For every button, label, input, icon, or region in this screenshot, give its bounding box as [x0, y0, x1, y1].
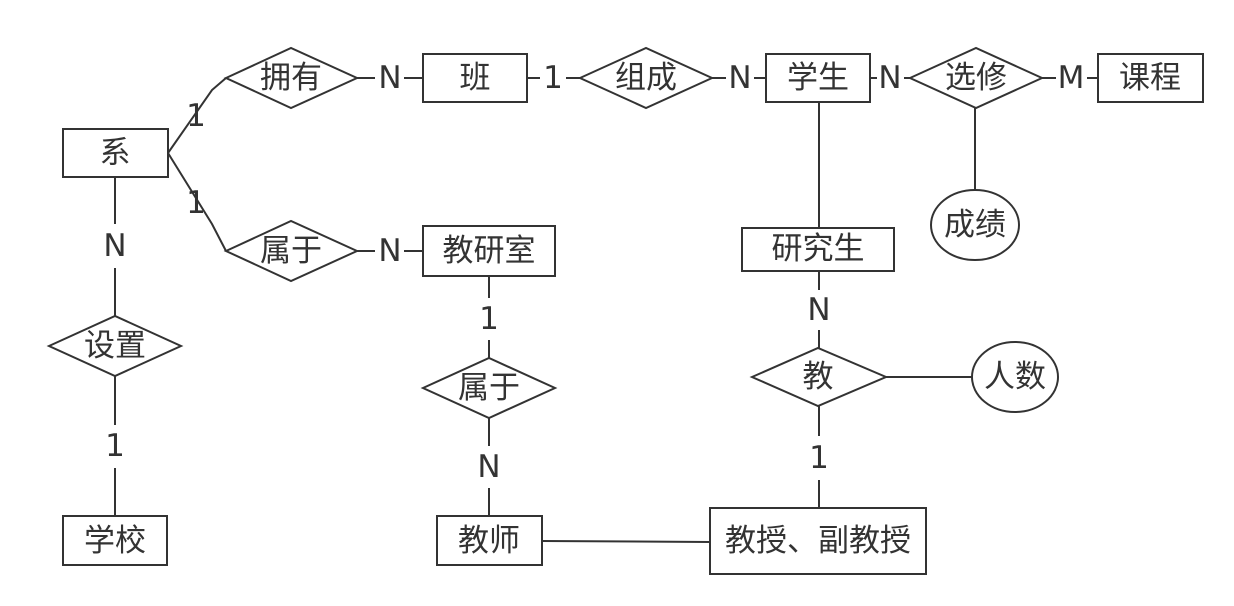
- attribute-renshu[interactable]: 人数: [971, 341, 1059, 413]
- cardinality-yongyou-ban: N: [378, 60, 401, 96]
- relationship-shuyu-2-label: 属于: [458, 370, 520, 406]
- relationship-zucheng-diamond: [577, 46, 715, 110]
- line-xi-shuyu: [167, 152, 227, 252]
- cardinality-labels: 1 N 1 N N M 1 N N 1 1 N N 1: [103, 60, 1084, 485]
- entity-ban-label: 班: [460, 60, 491, 96]
- relationship-shuyu-2[interactable]: 属于: [420, 356, 558, 420]
- entity-yanjiusheng-label: 研究生: [772, 231, 865, 267]
- entity-xuesheng-box: [765, 53, 871, 103]
- relationship-shezhi[interactable]: 设置: [46, 314, 184, 378]
- entity-ban-box: [422, 53, 528, 103]
- entity-xuexiao-label: 学校: [84, 523, 146, 559]
- cardinality-jiaoyanshi-shuyu: 1: [479, 301, 499, 337]
- entity-yanjiusheng-box: [741, 227, 895, 272]
- entity-xuesheng[interactable]: 学生: [765, 53, 871, 103]
- cardinality-xuesheng-xuanxiu: N: [878, 60, 901, 96]
- cardinality-xuanxiu-kecheng: M: [1058, 60, 1085, 96]
- entity-jiaoshou[interactable]: 教授、副教授: [709, 507, 927, 575]
- relationship-shezhi-diamond: [46, 314, 184, 378]
- attribute-chengji-label: 成绩: [944, 207, 1006, 243]
- entity-jiaoshi-label: 教师: [458, 523, 520, 559]
- attribute-renshu-ellipse: [971, 341, 1059, 413]
- attribute-chengji-ellipse: [930, 189, 1020, 261]
- entity-xi-label: 系: [100, 135, 131, 171]
- entity-xuexiao[interactable]: 学校: [62, 515, 168, 566]
- relationship-yongyou-label: 拥有: [260, 60, 322, 96]
- relationship-yongyou[interactable]: 拥有: [223, 46, 360, 110]
- relationship-shuyu-1-label: 属于: [260, 233, 322, 269]
- cardinality-ban-zucheng: 1: [543, 60, 563, 96]
- relationship-zucheng[interactable]: 组成: [577, 46, 715, 110]
- attribute-renshu-label: 人数: [984, 359, 1046, 395]
- cardinality-shuyu-jiaoshi: N: [477, 449, 500, 485]
- entity-kecheng-box: [1097, 53, 1204, 103]
- cardinality-shuyu-jiaoyanshi: N: [378, 233, 401, 269]
- line-xi-yongyou: [167, 77, 227, 154]
- entity-xi-box: [62, 128, 169, 178]
- cardinality-xi-shuyu: 1: [186, 185, 206, 221]
- entity-jiaoshou-box: [709, 507, 927, 575]
- entity-ban[interactable]: 班: [422, 53, 528, 103]
- entity-jiaoyanshi-box: [422, 225, 556, 277]
- connector-lines: [114, 77, 1098, 543]
- cardinality-shezhi-xuexiao: 1: [105, 428, 125, 464]
- cardinality-xi-yongyou: 1: [186, 98, 206, 134]
- entity-jiaoshi-box: [436, 515, 543, 566]
- relationship-xuanxiu-label: 选修: [945, 60, 1007, 96]
- relationship-xuanxiu-diamond: [907, 46, 1045, 110]
- entity-jiaoyanshi[interactable]: 教研室: [422, 225, 556, 277]
- cardinality-xi-shezhi: N: [103, 228, 126, 264]
- entity-kecheng[interactable]: 课程: [1097, 53, 1204, 103]
- relationship-yongyou-diamond: [223, 46, 360, 110]
- relationship-shuyu-2-diamond: [420, 356, 558, 420]
- relationship-xuanxiu[interactable]: 选修: [907, 46, 1045, 110]
- relationship-shezhi-label: 设置: [84, 328, 146, 364]
- relationship-jiao-label: 教: [803, 359, 834, 395]
- relationship-jiao[interactable]: 教: [749, 346, 889, 408]
- entity-jiaoshi[interactable]: 教师: [436, 515, 543, 566]
- relationship-zucheng-label: 组成: [615, 60, 677, 96]
- entity-xuexiao-box: [62, 515, 168, 566]
- attribute-chengji[interactable]: 成绩: [930, 189, 1020, 261]
- entity-xuesheng-label: 学生: [787, 60, 849, 96]
- entity-jiaoyanshi-label: 教研室: [443, 233, 536, 269]
- relationship-shuyu-1-diamond: [223, 219, 360, 283]
- entity-xi[interactable]: 系: [62, 128, 169, 178]
- cardinality-yanjiusheng-jiao: N: [807, 292, 830, 328]
- entity-jiaoshou-label: 教授、副教授: [725, 523, 911, 559]
- relationship-shuyu-1[interactable]: 属于: [223, 219, 360, 283]
- line-jiaoshi-jiaoshou: [541, 540, 711, 543]
- cardinality-jiao-jiaoshou: 1: [809, 440, 829, 476]
- cardinality-zucheng-xuesheng: N: [728, 60, 751, 96]
- entity-kecheng-label: 课程: [1119, 60, 1181, 96]
- entity-yanjiusheng[interactable]: 研究生: [741, 227, 895, 272]
- relationship-jiao-diamond: [749, 346, 889, 408]
